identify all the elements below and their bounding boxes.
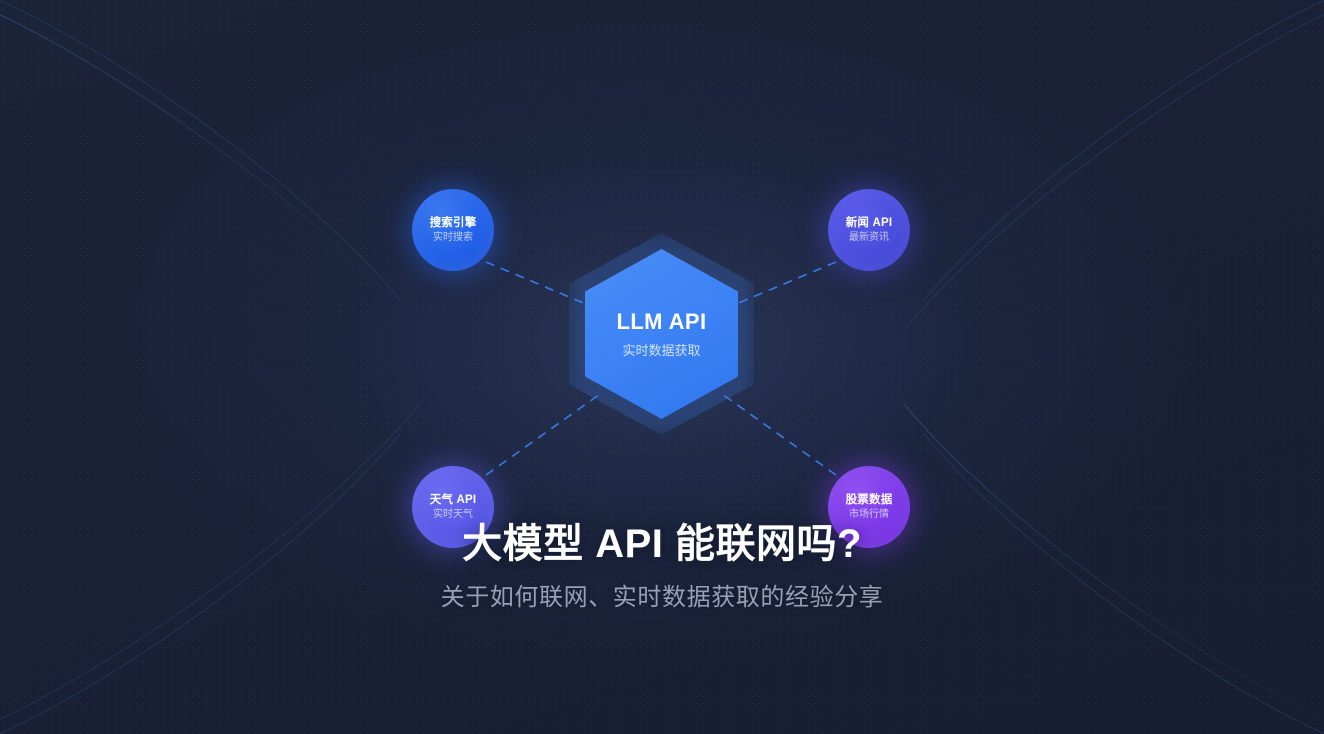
node-subtitle: 最新资讯 <box>849 231 889 243</box>
hub-title: LLM API <box>616 309 707 334</box>
node-subtitle: 实时搜索 <box>433 231 473 243</box>
node-title: 股票数据 <box>845 493 893 506</box>
hero-text-block: 大模型 API 能联网吗? 关于如何联网、实时数据获取的经验分享 <box>0 520 1324 613</box>
node-subtitle: 实时天气 <box>433 508 473 520</box>
page-title: 大模型 API 能联网吗? <box>462 522 862 566</box>
node-title: 搜索引擎 <box>429 216 477 229</box>
edge-hub-weather <box>485 393 601 476</box>
hub-node-llm-api[interactable]: LLM API 实时数据获取 <box>585 249 738 419</box>
node-subtitle: 市场行情 <box>849 508 889 520</box>
edge-hub-news <box>721 261 837 311</box>
node-news-api[interactable]: 新闻 API 最新资讯 <box>828 189 910 271</box>
page-subtitle: 关于如何联网、实时数据获取的经验分享 <box>440 583 884 611</box>
edge-hub-search <box>485 261 601 311</box>
node-stock-data[interactable]: 股票数据 市场行情 <box>828 466 910 548</box>
hub-subtitle: 实时数据获取 <box>622 343 701 358</box>
node-weather-api[interactable]: 天气 API 实时天气 <box>412 466 494 548</box>
node-title: 天气 API <box>429 493 477 506</box>
node-search-engine[interactable]: 搜索引擎 实时搜索 <box>412 189 494 271</box>
node-title: 新闻 API <box>845 216 893 229</box>
edge-hub-stock <box>721 393 837 476</box>
